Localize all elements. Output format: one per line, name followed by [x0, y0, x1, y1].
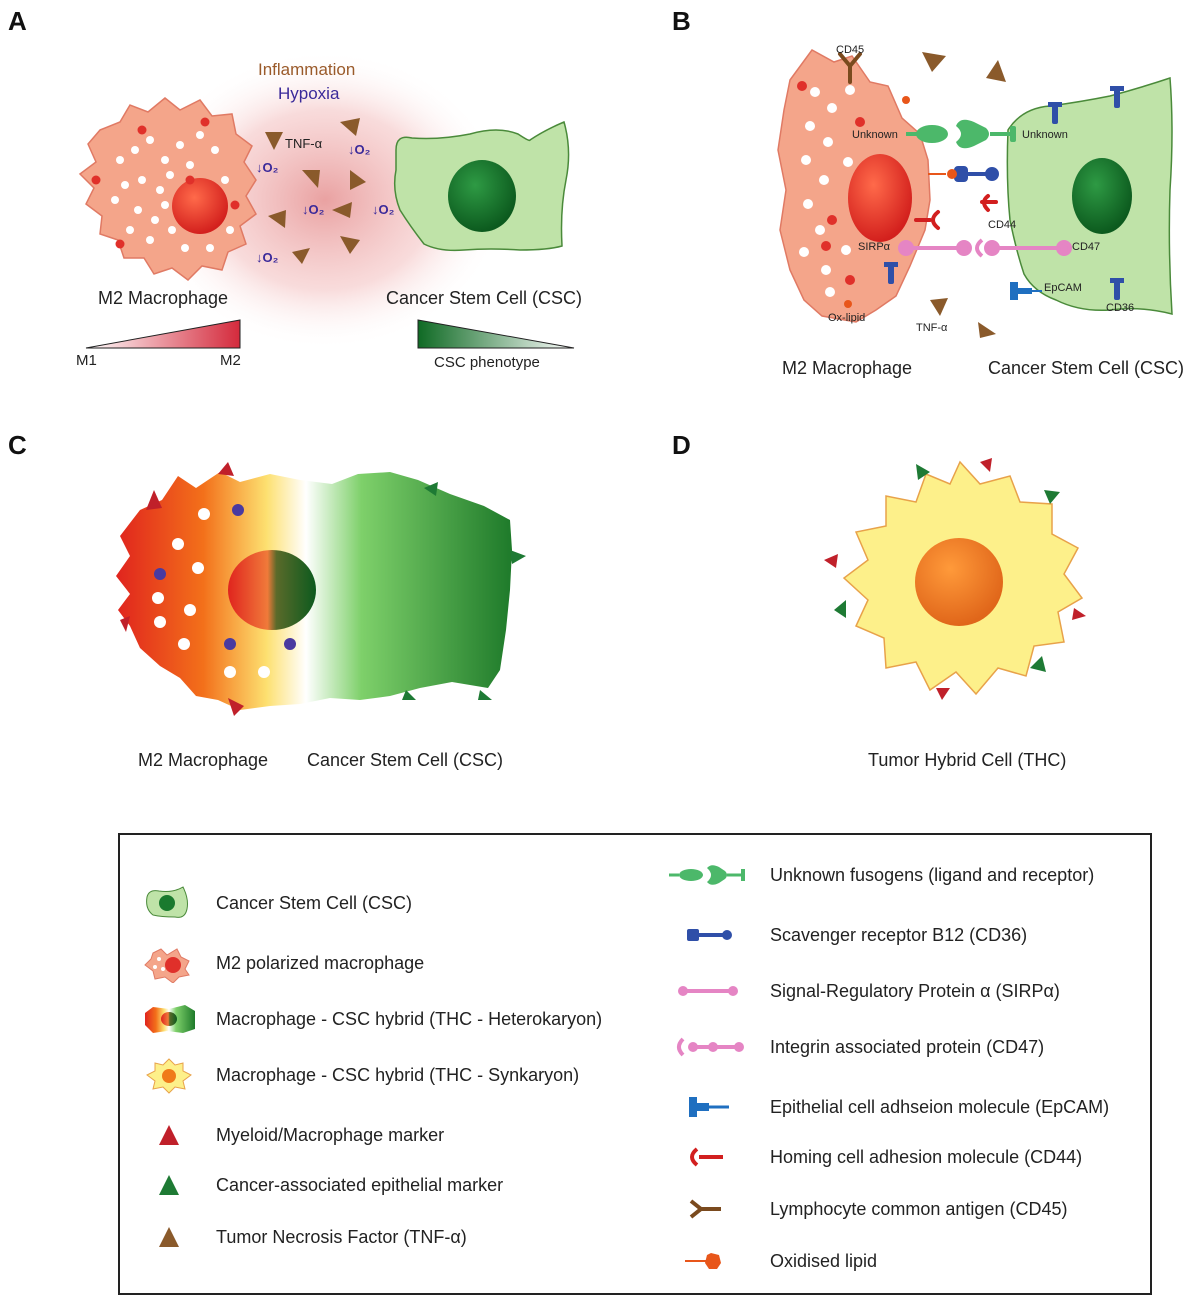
cd47-label: CD47 — [1072, 241, 1101, 253]
sirpa-cd47-pair — [898, 238, 1072, 258]
csc-phenotype-label: CSC phenotype — [434, 354, 540, 371]
panel-b-csc-caption: Cancer Stem Cell (CSC) — [988, 358, 1185, 378]
panel-d-thc-caption: Tumor Hybrid Cell (THC) — [868, 750, 1067, 770]
gradient-m1-label: M1 — [76, 352, 97, 369]
m2-macrophage-cell-a — [78, 97, 257, 281]
legend-item-csc: Cancer Stem Cell (CSC) — [134, 883, 412, 923]
epcam-icon — [689, 1097, 729, 1117]
legend-item-cd47: Integrin associated protein (CD47) — [658, 1027, 1044, 1067]
legend-item-m2-macrophage: M2 polarized macrophage — [134, 943, 424, 983]
legend-label: M2 polarized macrophage — [216, 952, 425, 973]
cd45-icon — [689, 1199, 721, 1219]
legend-label: Epithelial cell adhseion molecule (EpCAM… — [770, 1096, 1110, 1117]
cd47-icon — [677, 1037, 744, 1057]
tnf-label-b: TNF-α — [916, 322, 948, 334]
o2-label-3: ↓O₂ — [302, 202, 325, 217]
legend-item-sirpa: Signal-Regulatory Protein α (SIRPα) — [658, 971, 1060, 1011]
panel-d-diagram — [824, 458, 1086, 700]
cd36-label: CD36 — [1106, 302, 1135, 314]
unknown-right-label: Unknown — [1022, 129, 1068, 141]
legend-label: Tumor Necrosis Factor (TNF-α) — [216, 1226, 467, 1247]
cd44-label: CD44 — [988, 219, 1017, 231]
legend-item-epcam: Epithelial cell adhseion molecule (EpCAM… — [658, 1087, 1109, 1127]
heterokaryon-icon — [145, 1005, 195, 1033]
panel-b-macrophage-caption: M2 Macrophage — [782, 358, 913, 378]
sirpa-icon — [678, 986, 738, 996]
unknown-fusogen-icon — [669, 865, 745, 885]
legend-label: Macrophage - CSC hybrid (THC - Heterokar… — [216, 1008, 603, 1029]
inflammation-glow — [145, 50, 505, 350]
hypoxia-label: Hypoxia — [278, 84, 340, 103]
panel-d-letter: D — [672, 430, 691, 460]
panel-b-letter: B — [672, 6, 691, 36]
sirpa-label: SIRPα — [858, 241, 891, 253]
cd45-receptor — [838, 52, 862, 84]
legend-item-unknown-fusogen: Unknown fusogens (ligand and receptor) — [658, 855, 1094, 895]
o2-label-1: ↓O₂ — [256, 160, 279, 175]
legend-label: Cancer Stem Cell (CSC) — [216, 892, 413, 913]
legend-label: Myeloid/Macrophage marker — [216, 1124, 445, 1145]
legend-label: Homing cell adhesion molecule (CD44) — [770, 1146, 1083, 1167]
cd36-icon — [687, 929, 732, 941]
o2-label-2: ↓O₂ — [348, 142, 371, 157]
oxlipid-label: Ox-lipid — [828, 312, 866, 324]
csc-cell-icon — [146, 886, 188, 918]
legend-item-cd45: Lymphocyte common antigen (CD45) — [658, 1189, 1067, 1229]
oxidised-lipid-icon — [685, 1253, 721, 1269]
csc-cell-a — [393, 120, 570, 252]
cd45-label: CD45 — [836, 44, 865, 56]
legend-item-cd36: Scavenger receptor B12 (CD36) — [658, 915, 1027, 955]
panel-a-diagram — [78, 50, 575, 350]
legend-label: Oxidised lipid — [770, 1250, 878, 1271]
panel-c-macrophage-caption: M2 Macrophage — [138, 750, 269, 770]
panel-c-letter: C — [8, 430, 27, 460]
gradient-m2-label: M2 — [220, 352, 241, 369]
legend-label: Unknown fusogens (ligand and receptor) — [770, 864, 1095, 885]
panel-c-csc-caption: Cancer Stem Cell (CSC) — [307, 750, 504, 770]
legend-item-synkaryon: Macrophage - CSC hybrid (THC - Synkaryon… — [134, 1055, 579, 1095]
legend-label: Macrophage - CSC hybrid (THC - Synkaryon… — [216, 1064, 580, 1085]
legend-label: Scavenger receptor B12 (CD36) — [770, 924, 1028, 945]
panel-a-csc-caption: Cancer Stem Cell (CSC) — [386, 288, 583, 308]
unknown-left-label: Unknown — [852, 129, 898, 141]
panel-a-letter: A — [8, 6, 27, 36]
legend-item-cd44: Homing cell adhesion molecule (CD44) — [658, 1137, 1082, 1177]
epcam-receptor — [1010, 282, 1032, 300]
panel-b-diagram — [777, 49, 1173, 338]
unknown-fusogen-pair — [906, 119, 1016, 149]
tnf-triangles-a — [265, 118, 366, 264]
legend-item-tnf: Tumor Necrosis Factor (TNF-α) — [134, 1217, 467, 1257]
m2-macrophage-icon — [144, 948, 190, 983]
brown-triangle-icon — [159, 1227, 179, 1247]
legend-item-myeloid-marker: Myeloid/Macrophage marker — [134, 1115, 444, 1155]
legend-item-epithelial-marker: Cancer-associated epithelial marker — [134, 1165, 503, 1205]
synkaryon-icon — [146, 1058, 192, 1094]
cd36-receptor — [954, 166, 999, 182]
legend-item-heterokaryon: Macrophage - CSC hybrid (THC - Heterokar… — [134, 999, 602, 1039]
legend-label: Cancer-associated epithelial marker — [216, 1174, 504, 1195]
cd44-icon — [690, 1147, 723, 1167]
inflammation-label: Inflammation — [258, 60, 356, 79]
epcam-label: EpCAM — [1044, 282, 1082, 294]
legend-label: Signal-Regulatory Protein α (SIRPα) — [770, 980, 1060, 1001]
cd44-receptor — [914, 194, 998, 230]
legend-box: Cancer Stem Cell (CSC) M2 polarized macr… — [118, 833, 1152, 1295]
panel-c-diagram — [116, 462, 526, 716]
legend-label: Integrin associated protein (CD47) — [770, 1036, 1045, 1057]
panel-a-macrophage-caption: M2 Macrophage — [98, 288, 229, 308]
tnf-label-a: TNF-α — [285, 136, 323, 151]
o2-label-5: ↓O₂ — [256, 250, 279, 265]
red-triangle-icon — [159, 1125, 179, 1145]
green-triangle-icon — [159, 1175, 179, 1195]
legend-item-oxidised-lipid: Oxidised lipid — [658, 1241, 877, 1281]
legend-label: Lymphocyte common antigen (CD45) — [770, 1198, 1068, 1219]
o2-label-4: ↓O₂ — [372, 202, 395, 217]
